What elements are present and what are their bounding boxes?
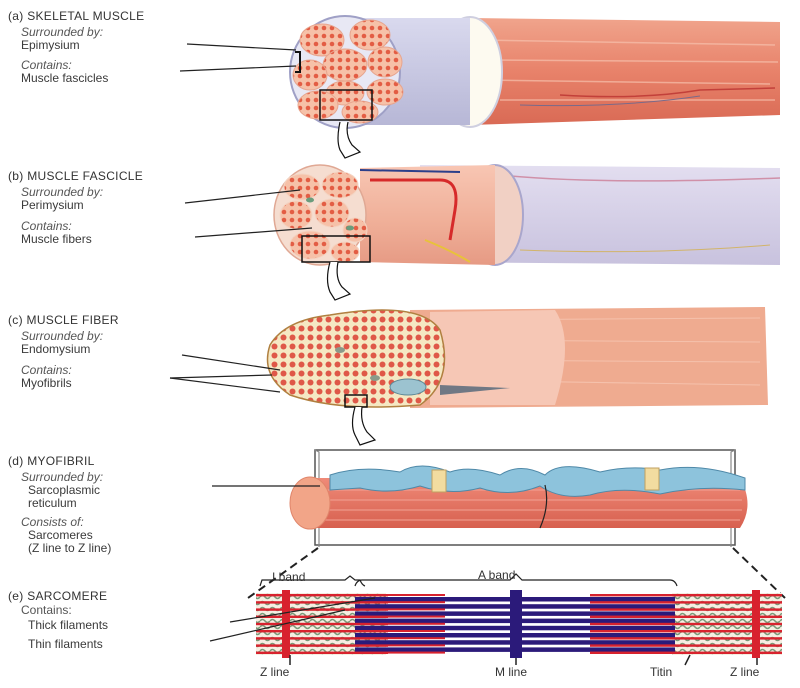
sarcomere-drawing [256,573,782,666]
thin-filament [256,615,388,618]
panel-b-contains-value: Muscle fibers [21,232,92,246]
panel-e-contains-label: Contains: [21,603,72,617]
panel-e-title: (e) SARCOMERE [8,589,108,603]
panel-c-contains-value: Myofibrils [21,376,72,390]
skeletal-muscle-drawing [289,15,780,159]
thin-filament [590,630,782,633]
muscle-belly [470,18,780,125]
thin-filament [590,651,782,654]
panel-b-title: (b) MUSCLE FASCICLE [8,169,144,183]
overlap-thin-filament [355,637,445,640]
thin-filament [256,644,388,647]
overlap-thin-filament [355,651,445,654]
panel-d-surrounded-label: Surrounded by: [21,470,104,484]
overlap-thin-filament [590,601,675,604]
m-line-bar [510,590,522,658]
muscle-fiber-drawing [266,307,768,446]
panel-d-surrounded-value-2: reticulum [28,496,77,510]
panel-c-title: (c) MUSCLE FIBER [8,313,119,327]
panel-e-thin-filaments: Thin filaments [28,637,103,651]
panel-a-surrounded-value: Epimysium [21,38,80,52]
thin-filament [590,601,782,604]
thin-filament [590,615,782,618]
thin-filament [590,608,782,611]
panel-e-thick-filaments: Thick filaments [28,618,109,632]
i-band-label: I band [272,570,306,584]
titin-label: Titin [650,665,673,679]
overlap-thin-filament [590,630,675,632]
panel-d-surrounded-value-1: Sarcoplasmic [28,483,101,497]
overlap-thin-filament [590,622,675,625]
panel-d-consists-value-2: (Z line to Z line) [28,541,112,555]
panel-c-labels: (c) MUSCLE FIBER Surrounded by: Endomysi… [8,314,119,390]
panel-e-labels: (e) SARCOMERE Contains: Thick filaments … [8,590,108,651]
overlap-thin-filament [590,608,675,611]
leader-lines [169,43,376,642]
muscle-fascicle-drawing [273,164,781,301]
zoom-dash-left [247,547,319,599]
panel-c-surrounded-value: Endomysium [21,342,91,356]
overlap-thin-filament [590,615,675,618]
panel-a-contains-value: Muscle fascicles [21,71,109,85]
panel-b-surrounded-value: Perimysium [21,198,84,212]
panel-d-labels: (d) MYOFIBRIL Surrounded by: Sarcoplasmi… [8,455,111,555]
thin-filament [590,622,782,626]
thin-filament [590,594,782,597]
z-line-right-bar [752,590,760,658]
panel-a-labels: (a) SKELETAL MUSCLE Surrounded by: Epimy… [8,10,144,85]
fascicles [292,19,404,124]
panel-b-contains-label: Contains: [21,219,72,233]
arrow-b-to-c [326,261,352,301]
overlap-thin-filament [590,594,675,596]
thin-filament [256,630,388,633]
overlap-thin-filament [355,615,445,618]
panel-a-title: (a) SKELETAL MUSCLE [8,9,145,23]
thin-filament [256,651,388,654]
overlap-thin-filament [590,637,675,640]
overlap-thin-filament [355,608,445,611]
overlap-thin-filament [355,601,445,604]
arrow-a-to-b [337,121,362,159]
a-band-bracket [354,573,678,587]
panel-a-contains-label: Contains: [21,58,72,72]
panel-c-surrounded-label: Surrounded by: [21,329,104,343]
thin-filament [256,608,388,611]
panel-d-consists-value-1: Sarcomeres [28,528,93,542]
z-line-left-label: Z line [260,665,290,679]
panel-c-contains-label: Contains: [21,363,72,377]
panel-d-consists-label: Consists of: [21,515,84,529]
myofibril-drawing [247,449,786,599]
panel-a-surrounded-label: Surrounded by: [21,25,104,39]
overlap-thin-filament [355,644,445,647]
overlap-thin-filament [590,644,675,647]
thin-filament [256,637,388,640]
z-line-right-label: Z line [730,665,760,679]
panel-d-title: (d) MYOFIBRIL [8,454,95,468]
zoom-box-a [319,89,373,121]
overlap-thin-filament [355,594,445,596]
arrow-c-to-d [351,406,377,446]
thin-filament [256,594,388,597]
thin-filament [590,644,782,647]
a-band-label: A band [478,568,516,582]
panel-b-labels: (b) MUSCLE FASCICLE Surrounded by: Perim… [8,170,143,246]
thin-filament [256,622,388,626]
thin-filament [590,637,782,640]
overlap-thin-filament [590,651,675,654]
m-line-label: M line [495,665,528,679]
overlap-thin-filament [355,630,445,632]
thin-filament [256,601,388,604]
panel-b-surrounded-label: Surrounded by: [21,185,104,199]
overlap-thin-filament [355,622,445,625]
i-band-bracket [259,575,366,587]
